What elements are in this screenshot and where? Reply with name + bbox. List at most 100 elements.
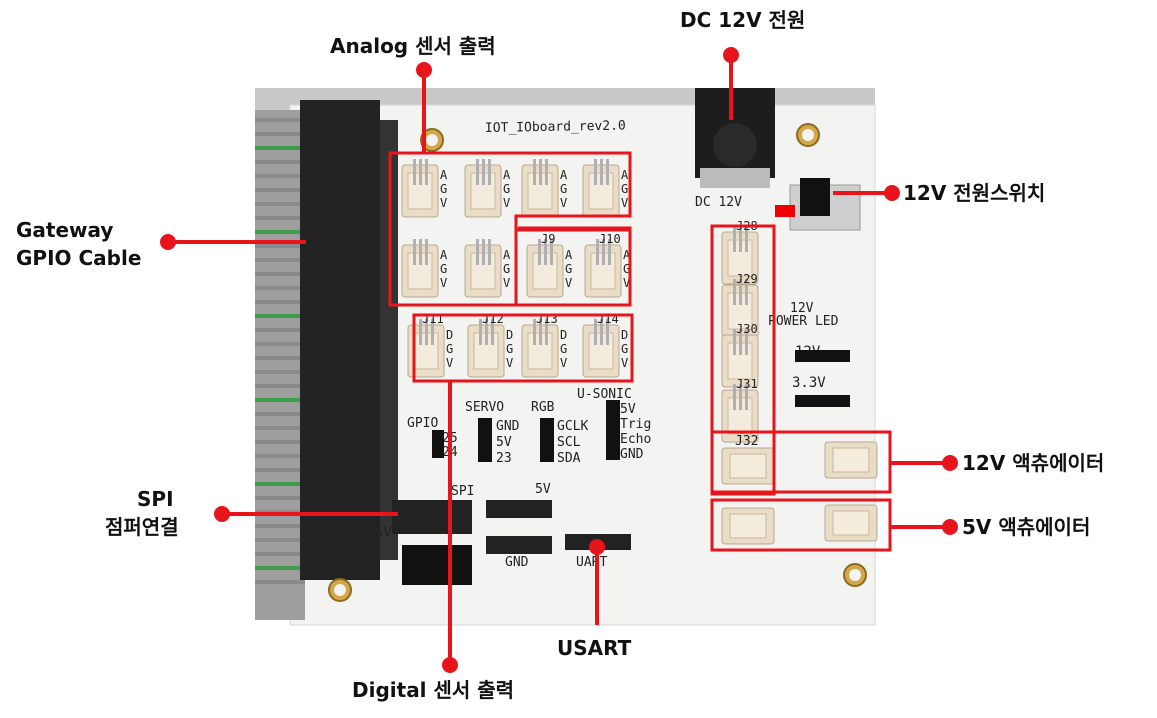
svg-text:D: D <box>446 328 453 342</box>
cable-stripe <box>255 286 305 290</box>
pin-label: GND <box>620 447 644 462</box>
cable-stripe <box>255 454 305 458</box>
right-sensor-outline <box>710 224 776 496</box>
svg-text:V: V <box>621 356 628 370</box>
dc-label: DC 12V <box>695 195 742 210</box>
svg-text:V: V <box>506 356 513 370</box>
svg-text:V: V <box>446 356 453 370</box>
actuator-connector <box>824 504 878 542</box>
svg-text:G: G <box>621 182 628 196</box>
pin-label: 5V <box>620 402 636 417</box>
pin-label: GND <box>496 419 520 434</box>
servo-label: SERVO <box>465 400 504 415</box>
svg-text:A: A <box>621 168 629 182</box>
cable-stripe <box>255 440 305 444</box>
cable-stripe <box>255 496 305 500</box>
svg-text:G: G <box>440 182 447 196</box>
svg-text:G: G <box>503 262 510 276</box>
mounting-holes <box>328 123 867 602</box>
usart-callout: USART <box>557 636 632 660</box>
cable-stripe <box>255 230 305 234</box>
svg-text:V: V <box>503 196 510 210</box>
svg-text:J29: J29 <box>736 272 758 286</box>
pin-label: SCL <box>557 435 581 450</box>
dc-jack <box>695 88 775 188</box>
svg-text:A: A <box>503 248 511 262</box>
cable-stripe <box>255 300 305 304</box>
cable-stripe <box>255 412 305 416</box>
dc-power-callout: DC 12V 전원 <box>680 8 806 32</box>
svg-text:G: G <box>440 262 447 276</box>
cable-stripe <box>255 580 305 584</box>
connector-J7: AGV <box>401 239 448 298</box>
left-3v3-label: 3.3V <box>312 532 346 548</box>
cable-stripe <box>255 384 305 388</box>
led-12v-label: 12V <box>790 301 814 316</box>
usonic-label: U-SONIC <box>577 387 632 402</box>
connector-J1: AGV <box>401 159 448 218</box>
svg-text:J9: J9 <box>541 232 555 246</box>
svg-text:A: A <box>623 248 631 262</box>
svg-text:G: G <box>503 182 510 196</box>
svg-text:G: G <box>506 342 513 356</box>
connector-J31: J31 <box>721 377 759 443</box>
actuator-12v-callout: 12V 액츄에이터 <box>962 451 1105 475</box>
actuator-connector <box>824 441 878 479</box>
cable-stripe <box>255 132 305 136</box>
svg-text:V: V <box>503 276 510 290</box>
actuator-connectors: J32 <box>721 434 878 545</box>
highlight-boxes <box>388 151 892 552</box>
left-5v-label: 5V <box>375 525 392 541</box>
svg-text:V: V <box>560 356 567 370</box>
svg-text:V: V <box>623 276 630 290</box>
cable-stripe <box>255 272 305 276</box>
cable-stripe <box>255 538 305 542</box>
power-switch <box>775 178 861 231</box>
power-5v-label: 5V <box>535 482 551 497</box>
svg-text:A: A <box>503 168 511 182</box>
pin-label: SDA <box>557 451 581 466</box>
connector-J2: AGV <box>464 159 511 218</box>
cable-stripe <box>255 328 305 332</box>
gateway-callout-line1: Gateway <box>16 218 114 242</box>
header-3v3-label: 3.3V <box>792 375 826 391</box>
svg-text:A: A <box>565 248 573 262</box>
ribbon-cable <box>255 100 398 620</box>
connector-J8: AGV <box>464 239 511 298</box>
analog-callout: Analog 센서 출력 <box>330 34 496 58</box>
svg-text:V: V <box>440 276 447 290</box>
actuator-5v-callout: 5V 액츄에이터 <box>962 515 1091 539</box>
svg-text:G: G <box>446 342 453 356</box>
svg-text:A: A <box>440 248 448 262</box>
cable-stripe <box>255 370 305 374</box>
spi-label: SPI <box>451 484 474 499</box>
pin-label: Trig <box>620 417 651 432</box>
gateway-callout-line2: GPIO Cable <box>16 246 142 270</box>
svg-text:G: G <box>565 262 572 276</box>
cable-stripe <box>255 146 305 150</box>
cable-stripe <box>255 552 305 556</box>
svg-text:V: V <box>565 276 572 290</box>
svg-text:J10: J10 <box>599 232 621 246</box>
svg-text:A: A <box>440 168 448 182</box>
cable-stripe <box>255 468 305 472</box>
switch-callout: 12V 전원스위치 <box>903 181 1046 205</box>
pin-label: GCLK <box>557 419 588 434</box>
cable-stripe <box>255 216 305 220</box>
cable-stripe <box>255 398 305 402</box>
svg-text:D: D <box>506 328 513 342</box>
cable-connector <box>300 100 380 580</box>
cable-stripe <box>255 188 305 192</box>
actuator-connector <box>721 447 775 485</box>
spi-callout-line2: 점퍼연결 <box>105 515 179 539</box>
uart-label: UART <box>576 555 607 570</box>
spi-callout-line1: SPI <box>137 487 174 511</box>
